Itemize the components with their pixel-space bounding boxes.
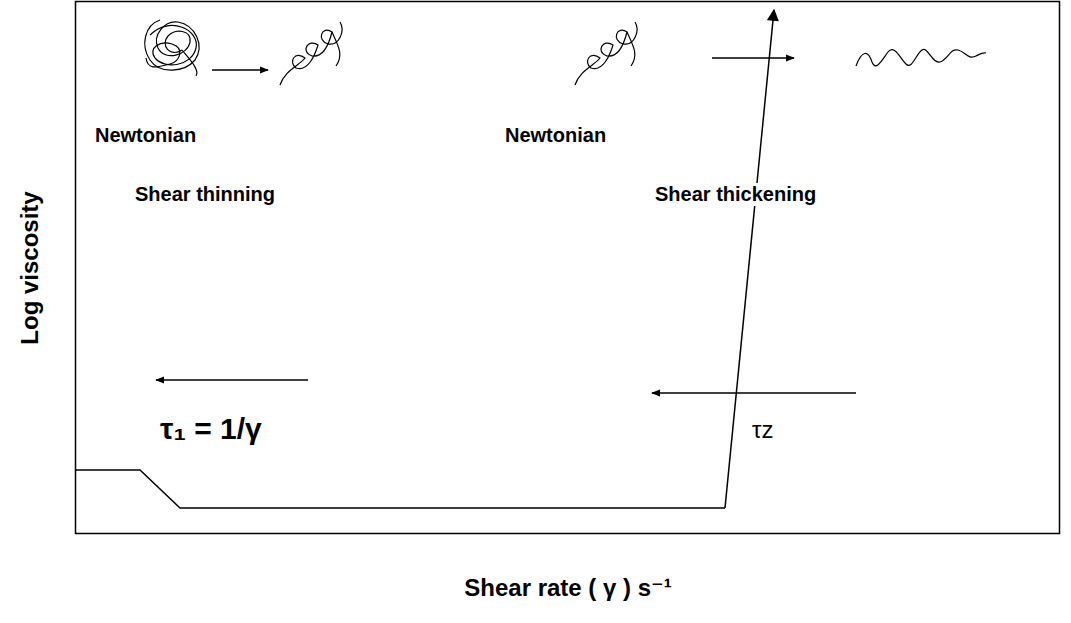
regime-label: Newtonian	[503, 124, 608, 147]
relaxation-label: τz	[750, 416, 775, 444]
regime-label: Newtonian	[93, 124, 198, 147]
behaviour-label: Shear thinning	[133, 183, 277, 206]
coiled-polymer	[145, 20, 199, 76]
extended-polymer	[856, 49, 986, 66]
relaxation-label: τ₁ = 1/γ	[158, 412, 264, 447]
partly-uncoiled-polymer	[575, 22, 637, 85]
partly-uncoiled-polymer	[280, 22, 342, 85]
relaxation-arrow	[652, 392, 856, 394]
transition-arrow	[212, 69, 268, 71]
transition-arrow	[712, 57, 794, 59]
viscosity-curve	[76, 470, 725, 508]
axis-title: Log viscosity	[16, 189, 44, 346]
axis-title: Shear rate ( γ ) s⁻¹	[462, 574, 673, 602]
behaviour-label: Shear thickening	[653, 183, 818, 206]
plot-frame	[76, 2, 1060, 534]
relaxation-arrow	[156, 379, 308, 381]
